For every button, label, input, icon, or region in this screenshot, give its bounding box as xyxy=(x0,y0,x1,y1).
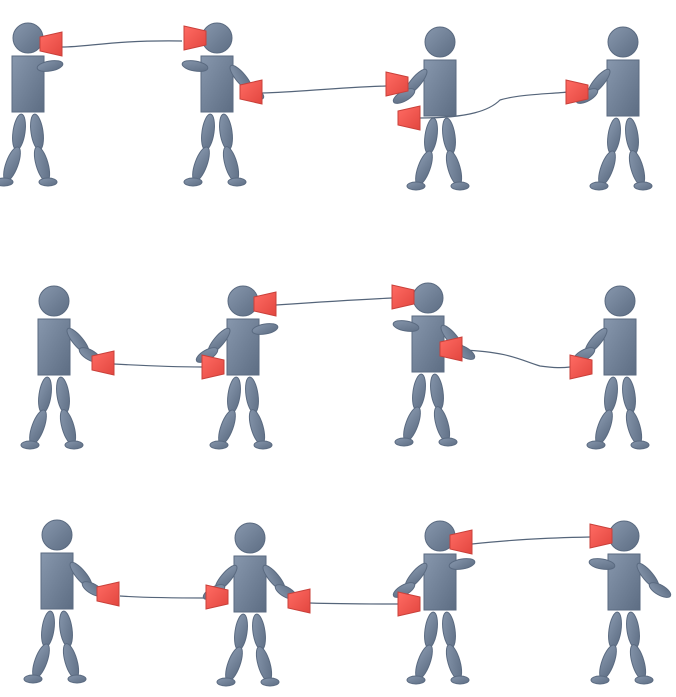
string xyxy=(261,85,387,94)
cup xyxy=(183,25,207,51)
string xyxy=(275,297,393,306)
cup xyxy=(397,105,421,131)
figure xyxy=(390,26,470,191)
cup xyxy=(201,354,225,380)
row-2 xyxy=(20,282,650,450)
cup xyxy=(569,354,593,380)
string xyxy=(61,40,183,48)
cup xyxy=(589,523,613,549)
string xyxy=(309,602,399,605)
row-1 xyxy=(0,22,653,191)
string xyxy=(461,349,571,369)
string xyxy=(471,536,591,545)
figure xyxy=(573,26,653,191)
figure xyxy=(23,519,107,684)
cup xyxy=(397,591,421,617)
figure xyxy=(391,282,478,447)
figure xyxy=(20,285,104,450)
row-3 xyxy=(23,519,674,687)
cup xyxy=(391,284,415,310)
string xyxy=(113,363,203,368)
cup xyxy=(96,581,120,607)
string xyxy=(119,595,207,599)
